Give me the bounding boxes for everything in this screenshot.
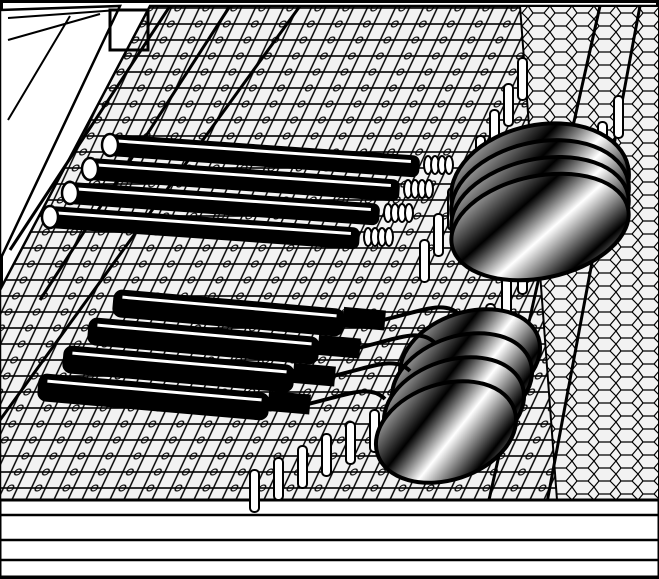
- prong: [321, 433, 332, 477]
- ladle: [40, 171, 631, 283]
- prong: [249, 469, 260, 513]
- prong: [297, 445, 308, 489]
- prong: [503, 83, 514, 127]
- prong: [273, 457, 284, 501]
- prong: [419, 239, 430, 283]
- prong: [613, 95, 624, 139]
- tray-front-edge: [0, 498, 659, 579]
- ladles-group: [40, 121, 631, 283]
- serving-spoons-group: [37, 289, 543, 485]
- prong: [345, 421, 356, 465]
- prong: [433, 213, 444, 257]
- tray-left-wall: [0, 4, 150, 261]
- prong: [517, 57, 528, 101]
- serving-spoon: [37, 373, 519, 485]
